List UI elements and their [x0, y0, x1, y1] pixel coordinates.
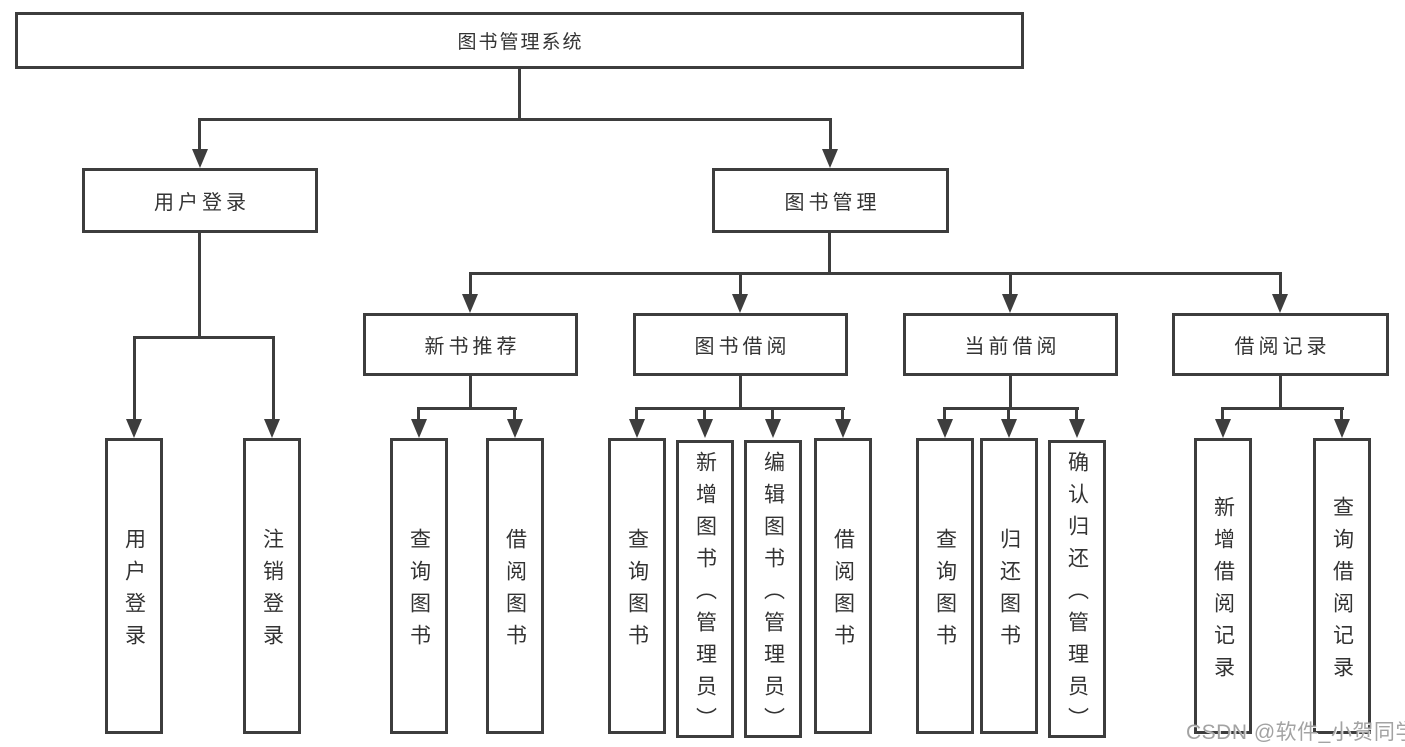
connector-line	[513, 407, 516, 419]
leaf-query-borrow-record-label: 查询借阅记录	[1330, 495, 1354, 688]
connector-line	[944, 407, 1079, 410]
connector-line	[198, 232, 201, 336]
connector-line	[469, 272, 472, 294]
arrow-down-icon	[1215, 419, 1231, 438]
connector-line	[133, 336, 275, 339]
leaf-borrow-books-borrow: 借阅图书	[814, 438, 872, 734]
arrow-down-icon	[192, 149, 208, 168]
connector-line	[417, 407, 420, 419]
node-new-book-recommendation-label: 新书推荐	[424, 336, 521, 358]
leaf-add-borrow-record-label: 新增借阅记录	[1211, 495, 1235, 688]
connector-line	[635, 407, 638, 419]
node-new-book-recommendation: 新书推荐	[363, 313, 578, 376]
leaf-user-login-label: 用户登录	[122, 527, 146, 656]
leaf-add-borrow-record: 新增借阅记录	[1194, 438, 1252, 734]
arrow-down-icon	[1272, 294, 1288, 313]
leaf-logout: 注销登录	[243, 438, 301, 734]
connector-line	[739, 376, 742, 407]
leaf-query-borrow-record: 查询借阅记录	[1313, 438, 1371, 734]
connector-line	[469, 376, 472, 407]
connector-line	[272, 336, 275, 419]
node-book-management-label: 图书管理	[784, 192, 881, 214]
leaf-query-books-current: 查询图书	[916, 438, 974, 734]
arrow-down-icon	[937, 419, 953, 438]
connector-line	[771, 407, 774, 419]
leaf-confirm-return-admin-label: 确认归还（管理员）	[1065, 450, 1089, 739]
connector-line	[828, 232, 831, 272]
arrow-down-icon	[1334, 419, 1350, 438]
leaf-query-books-borrow: 查询图书	[608, 438, 666, 734]
node-borrowing-records: 借阅记录	[1172, 313, 1389, 376]
node-user-login-label: 用户登录	[154, 192, 250, 214]
connector-line	[1340, 407, 1343, 419]
connector-line	[1007, 407, 1010, 419]
connector-line	[1222, 407, 1344, 410]
connector-line	[518, 68, 521, 118]
connector-line	[943, 407, 946, 419]
arrow-down-icon	[411, 419, 427, 438]
connector-line	[829, 118, 832, 149]
node-current-borrowing-label: 当前借阅	[964, 336, 1061, 358]
arrow-down-icon	[697, 419, 713, 438]
leaf-edit-book-admin: 编辑图书（管理员）	[744, 440, 802, 739]
leaf-logout-label: 注销登录	[260, 527, 284, 656]
connector-line	[198, 118, 201, 149]
arrow-down-icon	[732, 294, 748, 313]
node-book-management: 图书管理	[712, 168, 949, 233]
connector-line	[198, 118, 832, 121]
arrow-down-icon	[835, 419, 851, 438]
arrow-down-icon	[629, 419, 645, 438]
arrow-down-icon	[822, 149, 838, 168]
leaf-return-book-label: 归还图书	[997, 527, 1021, 656]
arrow-down-icon	[507, 419, 523, 438]
connector-line	[739, 272, 742, 294]
arrow-down-icon	[765, 419, 781, 438]
leaf-query-books-current-label: 查询图书	[933, 527, 957, 656]
arrow-down-icon	[1069, 419, 1085, 438]
connector-line	[418, 407, 517, 410]
connector-line	[133, 336, 136, 419]
leaf-user-login: 用户登录	[105, 438, 163, 734]
node-root: 图书管理系统	[15, 12, 1024, 69]
arrow-down-icon	[1002, 294, 1018, 313]
connector-line	[841, 407, 844, 419]
leaf-query-books-borrow-label: 查询图书	[625, 527, 649, 656]
arrow-down-icon	[264, 419, 280, 438]
leaf-query-books-recommend-label: 查询图书	[407, 527, 431, 656]
connector-line	[636, 407, 845, 410]
arrow-down-icon	[1001, 419, 1017, 438]
leaf-borrow-books-borrow-label: 借阅图书	[831, 527, 855, 656]
arrow-down-icon	[462, 294, 478, 313]
node-current-borrowing: 当前借阅	[903, 313, 1118, 376]
node-borrowing-records-label: 借阅记录	[1234, 336, 1331, 358]
leaf-return-book: 归还图书	[980, 438, 1038, 734]
node-user-login: 用户登录	[82, 168, 318, 233]
leaf-borrow-books-recommend: 借阅图书	[486, 438, 544, 734]
connector-line	[1279, 272, 1282, 294]
connector-line	[703, 407, 706, 419]
connector-line	[469, 272, 1282, 275]
arrow-down-icon	[126, 419, 142, 438]
leaf-query-books-recommend: 查询图书	[390, 438, 448, 734]
leaf-edit-book-admin-label: 编辑图书（管理员）	[761, 450, 785, 739]
leaf-confirm-return-admin: 确认归还（管理员）	[1048, 440, 1106, 739]
connector-line	[1221, 407, 1224, 419]
connector-line	[1075, 407, 1078, 419]
connector-line	[1009, 376, 1012, 407]
leaf-add-book-admin: 新增图书（管理员）	[676, 440, 734, 739]
connector-line	[1279, 376, 1282, 407]
leaf-add-book-admin-label: 新增图书（管理员）	[693, 450, 717, 739]
node-book-borrowing: 图书借阅	[633, 313, 848, 376]
node-root-label: 图书管理系统	[457, 32, 584, 53]
node-book-borrowing-label: 图书借阅	[694, 336, 791, 358]
leaf-borrow-books-recommend-label: 借阅图书	[503, 527, 527, 656]
connector-line	[1009, 272, 1012, 294]
csdn-watermark: CSDN @软件_小贺同学	[1186, 721, 1405, 744]
